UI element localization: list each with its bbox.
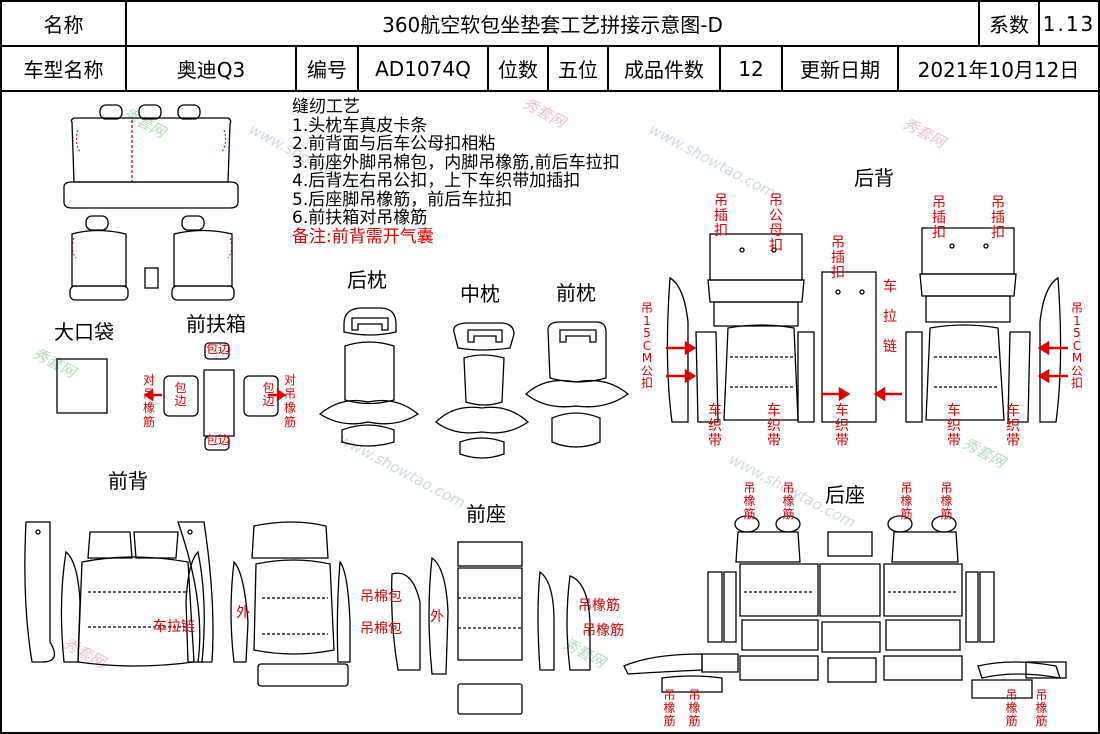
label-che-zhi-dai: 车织带 <box>835 403 849 449</box>
label-diao-15cm-gong-kou: 吊15CM公扣 <box>640 301 653 390</box>
coef-value: 1.13 <box>1042 11 1096 36</box>
coef-label: 系数 <box>980 2 1040 45</box>
label-dui-diao-xiangjin: 对吊橡筋 <box>283 373 296 429</box>
label-diao-cha-kou: 吊插扣 <box>991 195 1005 241</box>
big-pocket-piece <box>56 358 108 414</box>
label-dui-diao-xiangjin: 对吊橡筋 <box>142 373 155 429</box>
section-front-seat: 前座 <box>466 502 506 526</box>
note-item: 5.后座脚吊橡筋，前后车拉扣 <box>292 189 513 210</box>
label-diao-cha-kou: 吊插扣 <box>831 235 845 281</box>
front-seat-pieces <box>390 541 591 715</box>
front-headrest-pieces <box>524 321 630 448</box>
pieces-value: 12 <box>721 47 783 90</box>
rear-seat-pieces <box>623 515 1067 699</box>
front-back-pieces <box>24 521 351 687</box>
note-item: 3.前座外脚吊棉包，内脚吊橡筋,前后车拉扣 <box>292 152 620 173</box>
section-front-headrest: 前枕 <box>556 281 596 305</box>
section-mid-headrest: 中枕 <box>460 282 500 306</box>
label-diao-xiangjin: 吊橡筋 <box>1035 688 1048 728</box>
seat-overview-markings <box>71 129 233 259</box>
label-diao-xiangjin: 吊橡筋 <box>782 481 795 521</box>
mid-headrest-pieces <box>435 322 530 459</box>
section-rear-back: 后背 <box>854 166 894 190</box>
label-diao-mian-bao: 吊棉包 <box>360 621 402 637</box>
label-diao-mian-bao: 吊棉包 <box>360 589 402 605</box>
label-wai: 外 <box>430 609 444 625</box>
label-diao-cha-kou: 吊插扣 <box>932 195 946 241</box>
seats-value: 五位 <box>549 47 609 90</box>
note-item: 1.头枕车真皮卡条 <box>292 115 428 136</box>
section-big-pocket: 大口袋 <box>54 320 114 344</box>
notes-heading: 缝纫工艺 <box>292 97 360 117</box>
label-diao-xiangjin: 吊橡筋 <box>1005 688 1018 728</box>
header-row-1: 名称 360航空软包坐垫套工艺拼接示意图-D 系数 1.13 <box>2 2 1098 47</box>
red-arrows <box>143 340 1068 402</box>
notes-remark: 备注:前背需开气囊 <box>292 226 434 247</box>
label-che-la-lian: 车拉链 <box>153 619 195 635</box>
date-value: 2021年10月12日 <box>917 58 1080 82</box>
label-diao-gong-mu-kou: 吊公母扣 <box>769 193 783 254</box>
rear-back-middle-piece <box>821 271 877 423</box>
date-label: 更新日期 <box>783 47 899 90</box>
label-che-zhi-dai: 车织带 <box>1006 403 1020 449</box>
section-front-armrest: 前扶箱 <box>186 312 246 336</box>
seats-label: 位数 <box>489 47 549 90</box>
note-item: 2.前背面与后车公母扣相粘 <box>292 134 496 154</box>
code-value: AD1074Q <box>359 47 489 90</box>
label-diao-xiangjin: 吊橡筋 <box>663 688 676 728</box>
note-item: 4.后背左右吊公扣，上下车织带加插扣 <box>292 171 581 191</box>
section-front-back: 前背 <box>108 469 148 493</box>
rear-back-left-pieces <box>666 233 815 423</box>
label-diao-xiangjin: 吊橡筋 <box>743 481 756 521</box>
rear-back-right-pieces <box>905 227 1062 423</box>
label-diao-xiangjin: 吊橡筋 <box>900 481 913 521</box>
label-bao-bian: 包边 <box>206 433 231 447</box>
label-che-zhi-dai: 车织带 <box>708 403 722 449</box>
label-diao-xiangjin: 吊橡筋 <box>582 623 624 639</box>
label-bao-bian: 包边 <box>206 342 231 356</box>
page-title: 360航空软包坐垫套工艺拼接示意图-D <box>127 2 980 45</box>
note-item: 6.前扶箱对吊橡筋 <box>292 208 428 228</box>
sewing-notes: 缝纫工艺 1.头枕车真皮卡条 2.前背面与后车公母扣相粘 3.前座外脚吊棉包，内… <box>292 98 620 246</box>
pieces-label: 成品件数 <box>609 47 721 90</box>
model-label: 车型名称 <box>2 47 127 90</box>
label-diao-xiangjin: 吊橡筋 <box>578 598 620 614</box>
name-label: 名称 <box>2 2 127 45</box>
model-value: 奥迪Q3 <box>127 47 297 90</box>
seat-overview <box>63 104 239 301</box>
label-che-la-lian: 车拉链 <box>883 279 897 355</box>
label-diao-15cm-gong-kou: 吊15CM公扣 <box>1070 301 1083 390</box>
label-diao-cha-kou: 吊插扣 <box>714 193 728 239</box>
header-row-2: 车型名称 奥迪Q3 编号 AD1074Q 位数 五位 成品件数 12 更新日期 … <box>2 47 1098 92</box>
label-wai: 外 <box>236 605 250 621</box>
label-che-zhi-dai: 车织带 <box>767 403 781 449</box>
section-rear-headrest: 后枕 <box>347 268 387 292</box>
label-diao-xiangjin: 吊橡筋 <box>688 688 701 728</box>
code-label: 编号 <box>297 47 359 90</box>
label-che-zhi-dai: 车织带 <box>947 403 961 449</box>
rear-headrest-pieces <box>318 307 420 447</box>
label-bao-bian: 包边 <box>262 381 275 408</box>
label-diao-xiangjin: 吊橡筋 <box>940 481 953 521</box>
section-rear-seat: 后座 <box>825 483 865 507</box>
label-bao-bian: 包边 <box>174 381 187 408</box>
